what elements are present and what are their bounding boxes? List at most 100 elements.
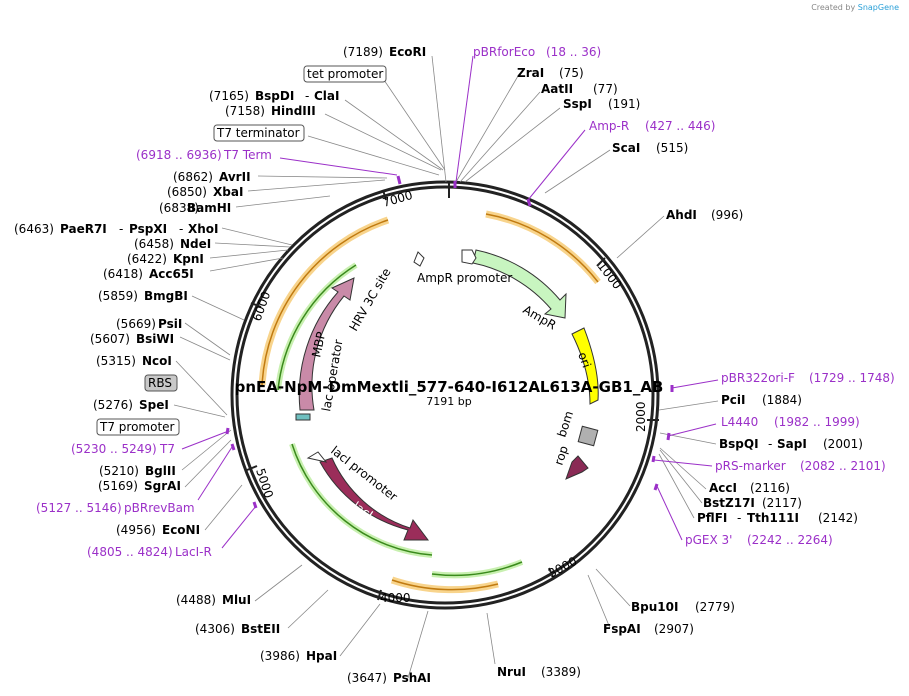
enzyme-spei[interactable]: SpeI [139,398,169,412]
enzyme-pos-fspai: (2907) [654,622,694,636]
tick-label-6000: 6000 [250,290,274,323]
enzyme-pos-sgrai: (5169) [98,479,138,493]
enzyme-pos-bmgbi: (5859) [98,289,138,303]
t7-terminator-label[interactable]: T7 terminator [216,126,300,140]
enzyme-paer7i[interactable]: PaeR7I [60,222,107,236]
enzyme-bspdi-sep: - [305,89,309,103]
enzyme-ncoi[interactable]: NcoI [142,354,172,368]
enzyme-pshai[interactable]: PshAI [393,671,431,685]
bom-feature [577,425,599,447]
primer-prs-marker[interactable]: pRS-marker [715,459,786,473]
enzyme-nrui[interactable]: NruI [497,665,526,679]
enzyme-xbai[interactable]: XbaI [213,185,243,199]
rbs-box [144,374,178,392]
enzyme-sapi[interactable]: SapI [777,437,807,451]
enzyme-pspxi[interactable]: PspXI [129,222,167,236]
enzyme-pos-pflfi: (2142) [818,511,858,525]
primer-t7-range: (5230 .. 5249) [71,442,157,456]
enzyme-acci[interactable]: AccI [709,481,737,495]
enzyme-pos-psii: (5669) [116,317,156,331]
enzyme-aatii[interactable]: AatII [541,82,573,96]
primer-t7-term[interactable]: T7 Term [223,148,272,162]
enzyme-psii[interactable]: PsiI [158,317,182,331]
enzyme-hpai[interactable]: HpaI [306,649,337,663]
enzyme-mlui[interactable]: MluI [222,593,251,607]
plasmid-length: 7191 bp [426,395,471,408]
enzyme-pos-acci: (2116) [750,481,790,495]
enzyme-bsiwi[interactable]: BsiWI [136,332,174,346]
tick-label-2000: 2000 [634,401,648,432]
enzyme-ahdi[interactable]: AhdI [666,208,697,222]
enzyme-pos-bstz17i: (2117) [762,496,802,510]
feature-label-ori: ori [575,350,593,369]
primer-pbrrevbam[interactable]: pBRrevBam [124,501,195,515]
enzyme-hindiii[interactable]: HindIII [271,104,316,118]
primer-marks [225,175,674,509]
enzyme-pos-nrui: (3389) [541,665,581,679]
snapgene-logo: SnapGene [857,3,899,12]
primer-laci-r[interactable]: LacI-R [175,545,212,559]
enzyme-sspi[interactable]: SspI [563,97,592,111]
rbs-label[interactable]: RBS [148,376,172,390]
primer-pbr322ori-f[interactable]: pBR322ori-F [721,371,795,385]
enzyme-pos-ahdi: (996) [711,208,743,222]
enzyme-kpni[interactable]: KpnI [173,252,204,266]
feature-label-mbp: MBP [309,330,328,358]
enzyme-pos-acc65i: (6418) [103,267,143,281]
backbone-inner [235,185,655,605]
enzyme-avrii[interactable]: AvrII [219,170,251,184]
backbone-outer [230,180,660,610]
tick-label-4000: 4000 [380,591,411,605]
snapgene-credit: Created by SnapGene [811,3,899,12]
enzyme-ecori[interactable]: EcoRI [389,45,426,59]
enzyme-bmgbi[interactable]: BmgBI [144,289,188,303]
enzyme-bamhi[interactable]: BamHI [187,201,231,215]
plasmid-name: pnEA-NpM-DmMextli_577-640-I612AL613A-GB1… [235,378,664,396]
feature-label-hrv3c: HRV 3C site [346,266,393,334]
enzyme-tth111i[interactable]: Tth111I [747,511,799,525]
enzyme-pcii[interactable]: PciI [721,393,746,407]
enzyme-clai[interactable]: ClaI [314,89,339,103]
enzyme-fspai[interactable]: FspAI [603,622,641,636]
enzyme-pos-hindiii: (7158) [225,104,265,118]
enzyme-paer7i-sep: - [119,222,123,236]
enzyme-pos-xbai: (6850) [167,185,207,199]
primer-t7[interactable]: T7 [159,442,175,456]
enzyme-pos-avrii: (6862) [173,170,213,184]
t7-promoter-label[interactable]: T7 promoter [99,420,175,434]
enzyme-pos-kpni: (6422) [127,252,167,266]
enzyme-xhoi[interactable]: XhoI [188,222,219,236]
enzyme-sgrai[interactable]: SgrAI [144,479,181,493]
enzyme-pos-sspi: (191) [608,97,640,111]
enzyme-econi[interactable]: EcoNI [162,523,200,537]
primer-amp-r[interactable]: Amp-R [589,119,629,133]
tick-marks [246,182,659,601]
primer-pbrforeco-range: (18 .. 36) [546,45,601,59]
t7-terminator-box [213,124,305,142]
enzyme-pos-pshai: (3647) [347,671,387,685]
primer-pgex3-range: (2242 .. 2264) [747,533,833,547]
tet-promoter-label[interactable]: tet promoter [307,67,383,81]
enzyme-ndei[interactable]: NdeI [180,237,211,251]
enzyme-scai[interactable]: ScaI [612,141,640,155]
enzyme-bstz17i[interactable]: BstZ17I [703,496,755,510]
laci-promoter-arrow [306,451,328,463]
enzyme-acc65i[interactable]: Acc65I [149,267,194,281]
enzyme-pflfi[interactable]: PflFI [697,511,727,525]
enzyme-paer7i-sep2: - [179,222,183,236]
enzyme-zrai[interactable]: ZraI [517,66,544,80]
leader-lines [173,55,719,679]
primer-l4440[interactable]: L4440 [721,415,758,429]
enzyme-pos-bpu10i: (2779) [695,600,735,614]
enzyme-bspqi-sep: - [768,437,772,451]
enzyme-bpu10i[interactable]: Bpu10I [631,600,678,614]
enzyme-bglii[interactable]: BglII [145,464,176,478]
enzyme-pos-pcii: (1884) [762,393,802,407]
enzyme-bsteii[interactable]: BstEII [241,622,280,636]
enzyme-pos-zrai: (75) [559,66,584,80]
primer-pgex3[interactable]: pGEX 3' [685,533,732,547]
enzyme-bspqi[interactable]: BspQI [719,437,759,451]
primer-pbrforeco[interactable]: pBRforEco [473,45,535,59]
enzyme-bspdi[interactable]: BspDI [255,89,294,103]
